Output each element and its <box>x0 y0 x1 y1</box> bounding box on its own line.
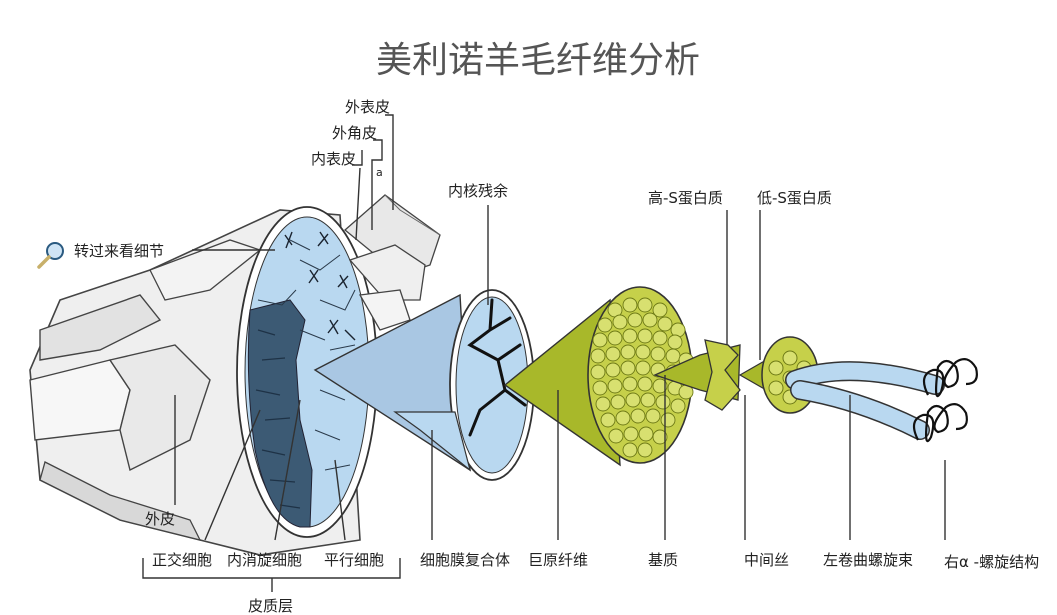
label-paracortex: 平行细胞 <box>324 551 384 569</box>
label-a: a <box>376 166 383 179</box>
coiled-coil-tubes <box>785 361 945 440</box>
label-alpha-helix: 右α -螺旋结构 <box>944 553 1039 571</box>
page-title: 美利诺羊毛纤维分析 <box>376 40 700 81</box>
label-exocuticle: 外角皮 <box>332 124 377 142</box>
cuticle-leaders <box>352 114 394 241</box>
label-macrofibril: 巨原纤维 <box>528 551 588 569</box>
label-nuclear-remnant: 内核残余 <box>448 182 508 200</box>
cell-cone <box>313 289 535 481</box>
label-intermediate-filament: 中间丝 <box>744 551 789 569</box>
hint-text[interactable]: 转过来看细节 <box>74 242 164 260</box>
label-cell-membrane-complex: 细胞膜复合体 <box>420 551 510 569</box>
label-cuticle: 外皮 <box>145 510 175 528</box>
label-outer-epicuticle: 外表皮 <box>345 98 390 116</box>
label-cortex: 皮质层 <box>248 597 293 615</box>
label-mesocortex: 内消旋细胞 <box>227 551 302 569</box>
bottom-leaders <box>174 375 946 541</box>
label-low-s-protein: 低-S蛋白质 <box>757 189 832 207</box>
label-endocuticle: 内表皮 <box>311 150 356 168</box>
label-high-s-protein: 高-S蛋白质 <box>648 189 723 207</box>
label-coiled-coil: 左卷曲螺旋束 <box>823 551 913 569</box>
cortex-bracket <box>142 558 401 592</box>
cortex-cross-section <box>236 206 378 538</box>
label-matrix: 基质 <box>648 551 678 569</box>
alpha-helix-coils <box>912 357 978 443</box>
macrofibril <box>503 286 695 467</box>
magnifier-icon[interactable] <box>37 242 64 269</box>
label-orthocortex: 正交细胞 <box>152 551 212 569</box>
cuticle-layers-fan <box>343 194 441 331</box>
